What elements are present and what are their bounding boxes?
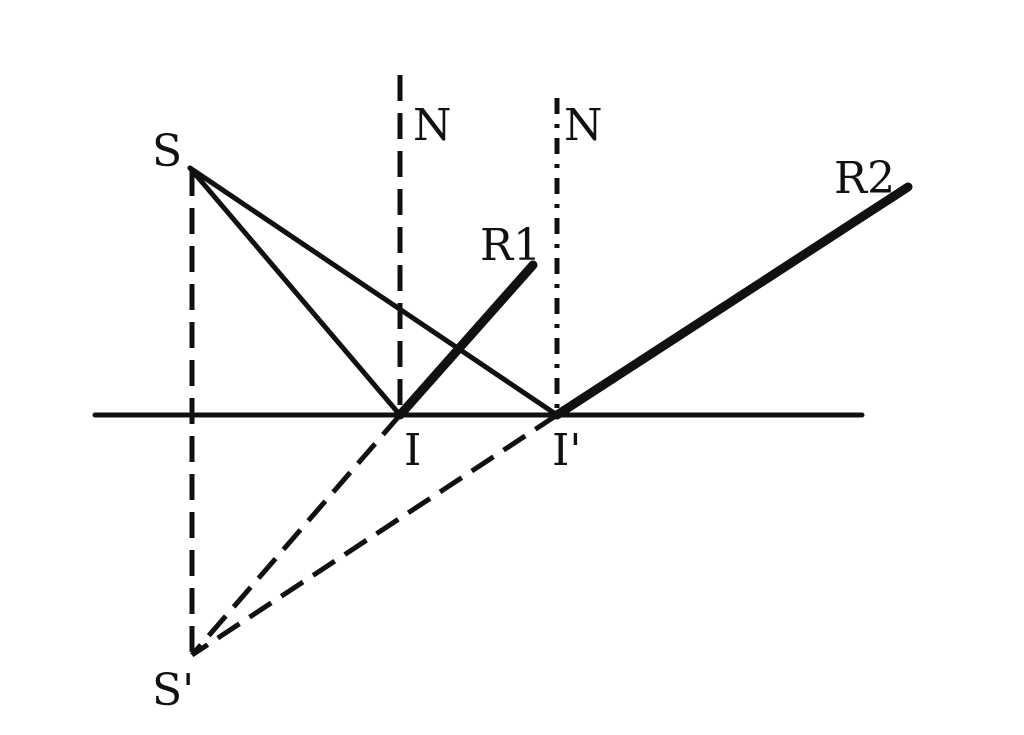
normal-1-label: N	[413, 100, 452, 151]
incidence-point-2-label: I'	[552, 425, 581, 476]
image-label: S'	[152, 665, 194, 716]
normal-2-label: N	[564, 100, 603, 151]
incidence-point-1-label: I	[404, 425, 421, 476]
incident-ray-1	[187, 165, 403, 418]
virtual-extension-1	[190, 413, 402, 657]
virtual-extension-2	[190, 412, 559, 658]
incident-ray-2	[187, 165, 560, 418]
source-label: S	[152, 126, 182, 177]
reflected-ray-1	[395, 260, 538, 420]
reflected-ray-2-label: R2	[834, 153, 895, 204]
reflected-ray-1-label: R1	[480, 220, 541, 271]
reflected-ray-2	[552, 182, 913, 420]
